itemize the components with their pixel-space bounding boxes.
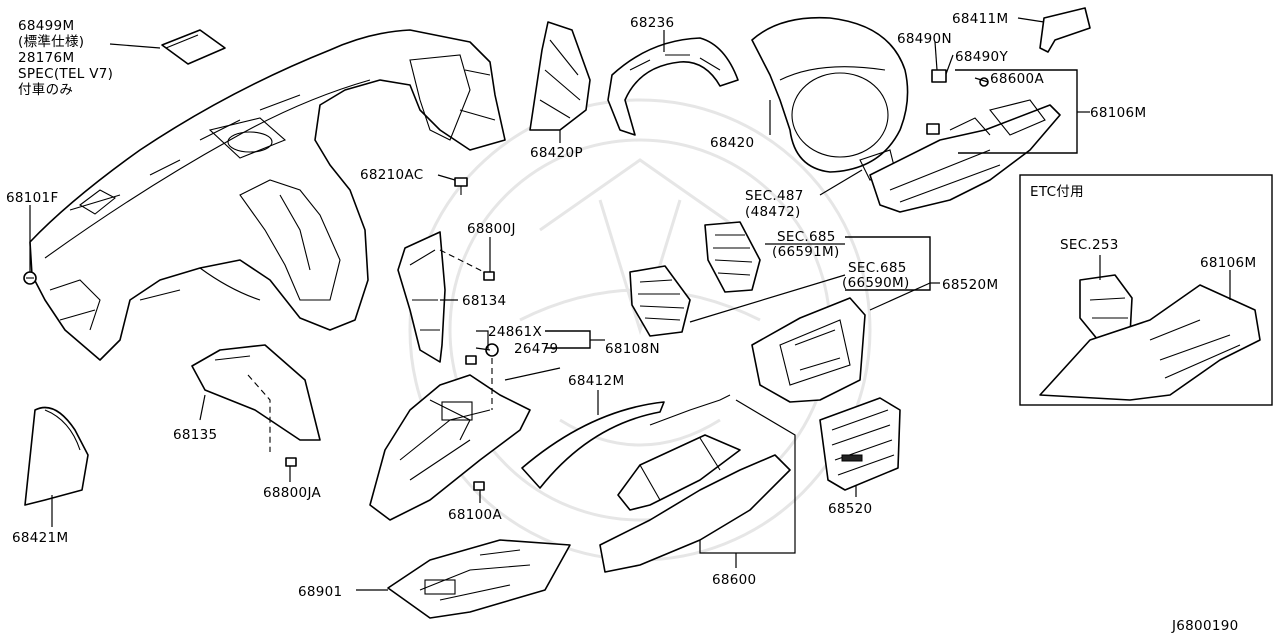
lid-68499M[interactable] (161, 29, 226, 65)
screw-24861X[interactable] (465, 355, 477, 365)
inset-title: ETC付用 (1030, 184, 1084, 200)
label-26479[interactable]: 26479 (514, 341, 558, 357)
label-68800JA[interactable]: 68800JA (263, 485, 321, 501)
inset-etc-box (1019, 174, 1273, 406)
part-68411M[interactable] (1039, 7, 1091, 53)
trim-68420P[interactable] (529, 21, 591, 131)
label-68490N[interactable]: 68490N (897, 31, 952, 47)
label-sec685-66591M-ref: (66591M) (772, 244, 840, 260)
label-sec685-66590M-ref: (66590M) (842, 275, 910, 291)
screw-68800JA[interactable] (285, 457, 297, 467)
vent-66591M[interactable] (704, 221, 761, 293)
clip-68101F[interactable] (23, 271, 37, 285)
label-68210AC[interactable]: 68210AC (360, 167, 423, 183)
label-68490Y[interactable]: 68490Y (955, 49, 1008, 65)
label-28176M-note2: 付車のみ (18, 82, 73, 98)
label-68135[interactable]: 68135 (173, 427, 217, 443)
panel-68106M[interactable] (869, 77, 1061, 213)
label-68499M[interactable]: 68499M (18, 18, 74, 34)
label-68108N[interactable]: 68108N (605, 341, 660, 357)
label-24861X[interactable]: 24861X (488, 324, 542, 340)
glove-box-68600[interactable] (599, 394, 791, 573)
label-68901[interactable]: 68901 (298, 584, 342, 600)
strip-68412M[interactable] (521, 401, 665, 489)
label-68101F[interactable]: 68101F (6, 190, 59, 206)
cover-68135[interactable] (191, 344, 321, 441)
label-68412M[interactable]: 68412M (568, 373, 624, 389)
undercover-68901[interactable] (387, 539, 571, 619)
label-68134[interactable]: 68134 (462, 293, 506, 309)
clip-68490[interactable] (926, 69, 947, 135)
glove-frame-68108N[interactable] (369, 374, 531, 521)
panel-68134[interactable] (397, 231, 446, 363)
screw-68210AC[interactable] (454, 177, 468, 195)
label-sec487-ref: (48472) (745, 204, 801, 220)
label-sec685-66590M[interactable]: SEC.685 (848, 260, 907, 276)
label-68106M[interactable]: 68106M (1090, 105, 1146, 121)
label-68236[interactable]: 68236 (630, 15, 674, 31)
label-68600A[interactable]: 68600A (990, 71, 1044, 87)
leader-lines (29, 17, 1231, 591)
diagram-id: J6800190 (1171, 618, 1239, 634)
label-68106M-inset[interactable]: 68106M (1200, 255, 1256, 271)
dashboard-panel[interactable] (29, 29, 506, 361)
label-68499M-note: (標準仕様) (18, 34, 84, 50)
label-68100A[interactable]: 68100A (448, 507, 502, 523)
label-sec487[interactable]: SEC.487 (745, 188, 804, 204)
label-sec685-66591M[interactable]: SEC.685 (777, 229, 836, 245)
endcap-68421M[interactable] (24, 406, 89, 506)
bezel-68520M[interactable] (751, 297, 866, 403)
label-68520M[interactable]: 68520M (942, 277, 998, 293)
screw-68800J[interactable] (483, 271, 495, 281)
switch-panel-68520[interactable] (819, 397, 901, 491)
cluster-hood-68420[interactable] (751, 16, 909, 181)
label-28176M-note1: SPEC(TEL V7) (18, 66, 113, 82)
label-sec253[interactable]: SEC.253 (1060, 237, 1119, 253)
label-68420P[interactable]: 68420P (530, 145, 583, 161)
label-28176M[interactable]: 28176M (18, 50, 74, 66)
bezel-68236[interactable] (607, 37, 739, 136)
label-68421M[interactable]: 68421M (12, 530, 68, 546)
label-68800J[interactable]: 68800J (467, 221, 516, 237)
vent-66590M[interactable] (629, 265, 691, 337)
label-68600[interactable]: 68600 (712, 572, 756, 588)
label-68420[interactable]: 68420 (710, 135, 754, 151)
inset-etc-parts[interactable] (1039, 274, 1261, 401)
label-68520[interactable]: 68520 (828, 501, 872, 517)
part-labels: 68499M (標準仕様) 28176M SPEC(TEL V7) 付車のみ 6… (6, 11, 1256, 634)
label-68411M[interactable]: 68411M (952, 11, 1008, 27)
screw-68100A[interactable] (473, 481, 485, 491)
